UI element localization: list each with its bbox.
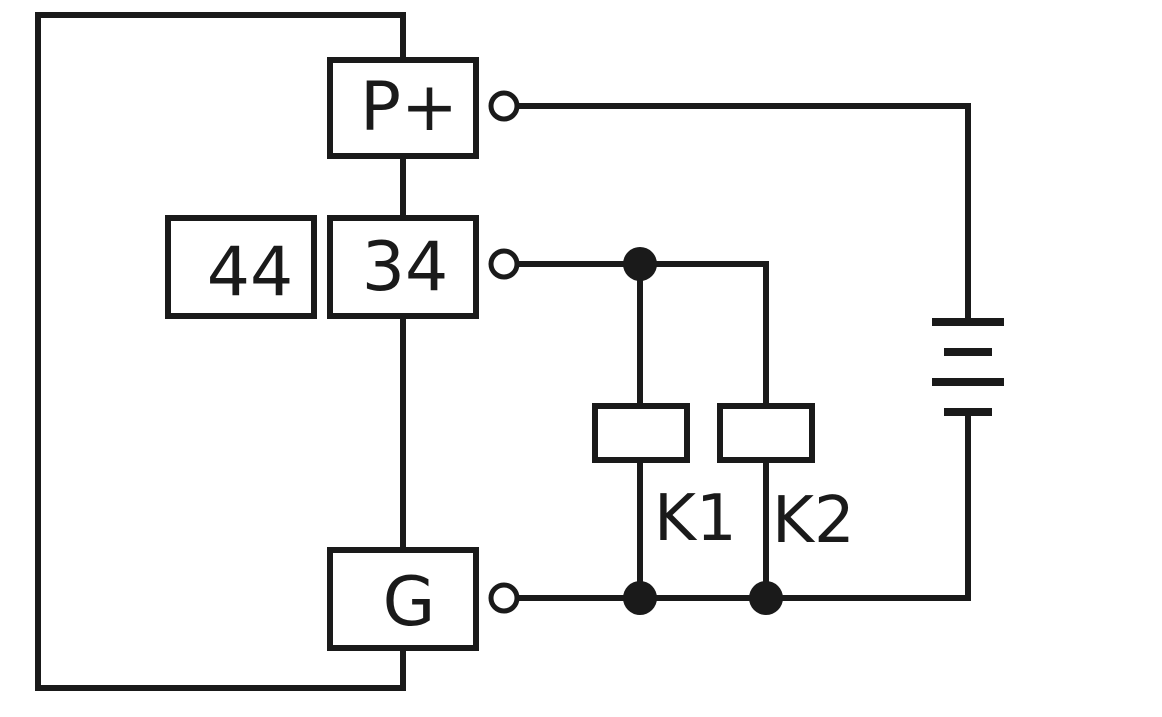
junction-dot-k1-ground (623, 581, 657, 615)
block-34-frame (327, 215, 479, 319)
junction-dot-34 (623, 247, 657, 281)
junction-dot-k2-ground (749, 581, 783, 615)
terminal-g (488, 582, 520, 614)
relay-k2-label: K2 (772, 484, 855, 558)
relay-k1-label: K1 (654, 482, 737, 556)
terminal-34 (488, 248, 520, 280)
relay-k2-coil (717, 403, 815, 463)
block-p-plus: P+ (327, 57, 479, 159)
outer-loop-wire (35, 12, 406, 691)
block-44-label: 44 (207, 233, 294, 312)
block-34-label: 34 (362, 228, 449, 307)
block-p-plus-label: P+ (360, 68, 458, 147)
block-44: 44 (165, 215, 317, 319)
battery-symbol (932, 318, 1004, 416)
block-g-frame (327, 547, 479, 651)
wire-34-to-k2 (637, 261, 769, 409)
block-g-label: G (383, 563, 436, 642)
block-p-plus-frame (327, 57, 479, 159)
relay-k1-coil (592, 403, 690, 463)
block-g: G (327, 547, 479, 651)
terminal-p-plus (488, 90, 520, 122)
block-44-frame (165, 215, 317, 319)
block-34: 34 (327, 215, 479, 319)
